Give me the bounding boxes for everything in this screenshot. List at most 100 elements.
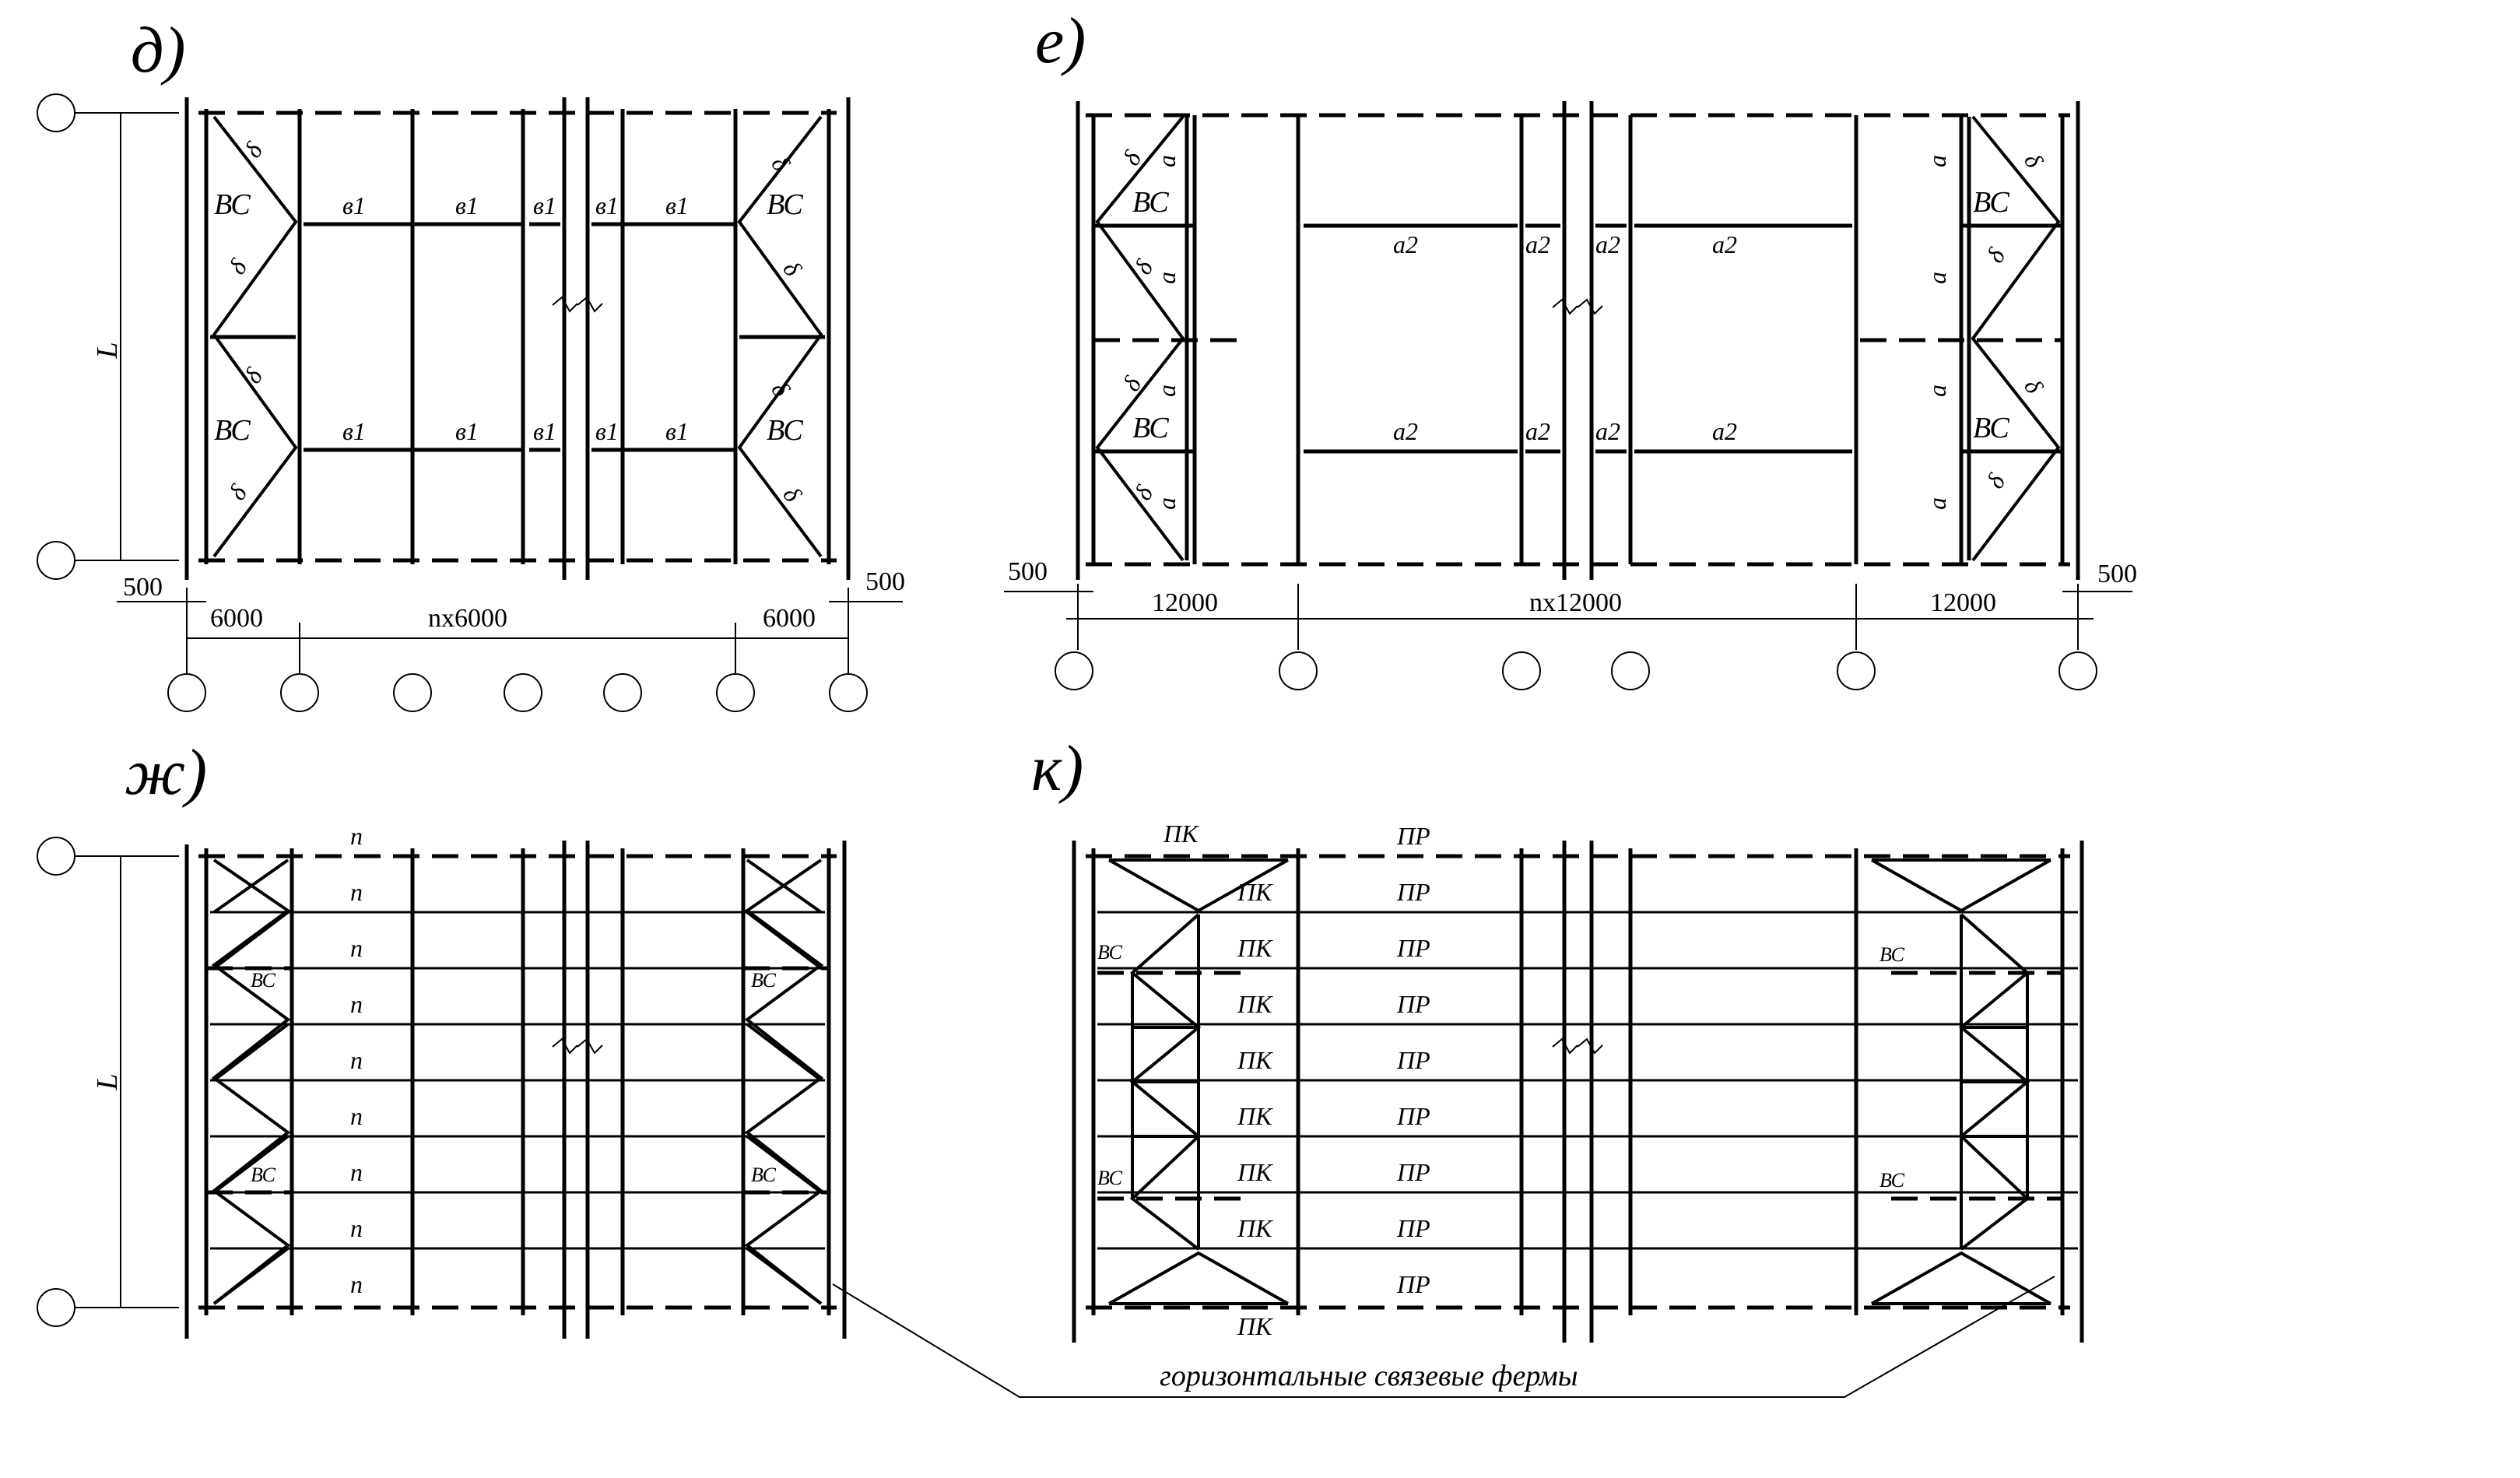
- panel-d-dim-500-right: 500: [865, 567, 905, 596]
- panel-e-vert-label: а: [1923, 384, 1951, 397]
- panel-k-purlin-label: ПР: [1396, 1046, 1430, 1074]
- panel-k-purlin-label: ПР: [1396, 878, 1430, 906]
- panel-k-truss-label: ПК: [1237, 1214, 1273, 1242]
- panel-zh-purlin-label: n: [350, 878, 363, 906]
- panel-e-dim-end-left: 12000: [1152, 588, 1218, 617]
- panel-zh-purlin-label: n: [350, 1270, 363, 1298]
- panel-k-brace-label: ВС: [1879, 943, 1905, 966]
- panel-e-vert-label: а: [1153, 272, 1181, 284]
- caption-group: горизонтальные связевые фермы: [832, 1276, 2055, 1398]
- panel-e: е): [1004, 5, 2137, 690]
- panel-d-diag-label: δ: [766, 376, 796, 402]
- panel-e-strut-label: а2: [1712, 417, 1737, 445]
- panel-d-brace-label: ВС: [214, 414, 251, 447]
- panel-zh-purlin-label: n: [350, 1158, 363, 1186]
- panel-k-purlin-label: ПР: [1396, 934, 1430, 962]
- panel-zh-title: ж): [125, 736, 207, 809]
- panel-zh-purlin-label: n: [350, 990, 363, 1018]
- panel-k-purlin-label: ПР: [1396, 1158, 1430, 1186]
- panel-e-strut-label: а2: [1393, 230, 1418, 258]
- panel-e-strut-label: а2: [1525, 417, 1550, 445]
- panel-e-vert-label: а: [1153, 384, 1181, 397]
- panel-e-brace-label: ВС: [1132, 412, 1169, 444]
- panel-d-strut-label: в1: [665, 191, 689, 219]
- panel-e-dim-end-right: 12000: [1930, 588, 1996, 617]
- panel-e-vert-label: а: [1153, 155, 1181, 167]
- panel-e-diag-label: δ: [2019, 149, 2049, 174]
- panel-d-dim-end-left: 6000: [210, 604, 263, 633]
- panel-d-strut-label: в1: [595, 417, 619, 445]
- panel-d-strut-label: в1: [665, 417, 689, 445]
- panel-k-truss-label: ПК: [1237, 934, 1273, 962]
- panel-k-purlin-label: ПР: [1396, 1102, 1430, 1130]
- panel-e-brace-label: ВС: [1973, 186, 2009, 219]
- panel-k-purlin-label: ПР: [1396, 1214, 1430, 1242]
- panel-zh: ж) L: [37, 736, 847, 1339]
- panel-d-brace-label: ВС: [214, 188, 251, 221]
- panel-k-truss-label: ПК: [1163, 820, 1199, 848]
- panel-e-vert-label: а: [1153, 497, 1181, 510]
- panel-d-strut-label: в1: [342, 191, 366, 219]
- panel-e-strut-label: а2: [1595, 417, 1620, 445]
- panel-k-purlin-label: ПР: [1396, 1270, 1430, 1298]
- panel-k-purlin-label: ПР: [1396, 822, 1430, 850]
- panel-d-brace-label: ВС: [767, 414, 803, 447]
- panel-k-brace-label: ВС: [1097, 941, 1123, 964]
- panel-zh-brace-label: ВС: [751, 1164, 777, 1186]
- panel-e-strut-label: а2: [1712, 230, 1737, 258]
- panel-d-strut-label: в1: [533, 191, 556, 219]
- panel-zh-span-label: L: [91, 1073, 124, 1090]
- panel-e-dim-middle: nх12000: [1529, 588, 1622, 617]
- panel-k-truss-label: ПК: [1237, 990, 1273, 1018]
- panel-zh-purlin-label: n: [350, 822, 363, 850]
- caption-text: горизонтальные связевые фермы: [1160, 1360, 1578, 1392]
- panel-e-diag-label: δ: [2019, 374, 2049, 399]
- panel-d-diag-label: δ: [223, 253, 253, 279]
- panel-e-strut-label: а2: [1595, 230, 1620, 258]
- panel-d-dim-middle: nх6000: [428, 604, 507, 633]
- panel-k-truss-label: ПК: [1237, 878, 1273, 906]
- panel-k-brace-label: ВС: [1879, 1169, 1905, 1192]
- panel-e-dim-500-left: 500: [1008, 557, 1048, 586]
- panel-d-brace-label: ВС: [767, 188, 803, 221]
- panel-e-vert-label: а: [1923, 155, 1951, 167]
- panel-k: к): [1031, 732, 2084, 1343]
- panel-e-brace-label: ВС: [1973, 412, 2009, 444]
- panel-e-title: е): [1035, 5, 1086, 77]
- caption-leader: [832, 1276, 2055, 1398]
- panel-d-dim-500-left: 500: [123, 573, 163, 602]
- panel-d-strut-label: в1: [595, 191, 619, 219]
- panel-e-strut-label: а2: [1525, 230, 1550, 258]
- panel-d-diag-label: δ: [766, 150, 796, 177]
- panel-k-purlin-label: ПР: [1396, 990, 1430, 1018]
- panel-e-diag-label: δ: [1117, 146, 1147, 170]
- panel-d-diag-label: δ: [777, 255, 808, 282]
- panel-zh-purlin-label: n: [350, 934, 363, 962]
- panel-zh-purlin-label: n: [350, 1046, 363, 1074]
- panel-k-truss-label: ПК: [1237, 1102, 1273, 1130]
- panel-d-strut-label: в1: [533, 417, 556, 445]
- panel-k-title: к): [1031, 732, 1083, 805]
- panel-zh-brace-label: ВС: [251, 969, 276, 992]
- panel-d-title: д): [131, 14, 185, 86]
- panel-k-truss-label: ПК: [1237, 1158, 1273, 1186]
- panel-d-strut-label: в1: [455, 417, 479, 445]
- panel-zh-brace-label: ВС: [251, 1164, 276, 1186]
- panel-d-span-label: L: [91, 342, 124, 359]
- panel-e-dim-500-right: 500: [2097, 560, 2137, 588]
- panel-k-brace-label: ВС: [1097, 1167, 1123, 1189]
- panel-zh-brace-label: ВС: [751, 969, 777, 992]
- panel-d: д) L: [37, 14, 905, 712]
- panel-zh-purlin-label: n: [350, 1102, 363, 1130]
- panel-d-strut-label: в1: [342, 417, 366, 445]
- panel-d-diag-label: δ: [777, 481, 808, 507]
- panel-d-diag-label: δ: [238, 362, 268, 388]
- panel-e-strut-label: а2: [1393, 417, 1418, 445]
- panel-e-diag-label: δ: [1981, 243, 2011, 268]
- panel-d-diag-label: δ: [223, 479, 253, 505]
- panel-e-vert-label: а: [1923, 272, 1951, 284]
- panel-k-truss-label: ПК: [1237, 1312, 1273, 1340]
- panel-d-diag-label: δ: [238, 136, 268, 163]
- panel-d-strut-label: в1: [455, 191, 479, 219]
